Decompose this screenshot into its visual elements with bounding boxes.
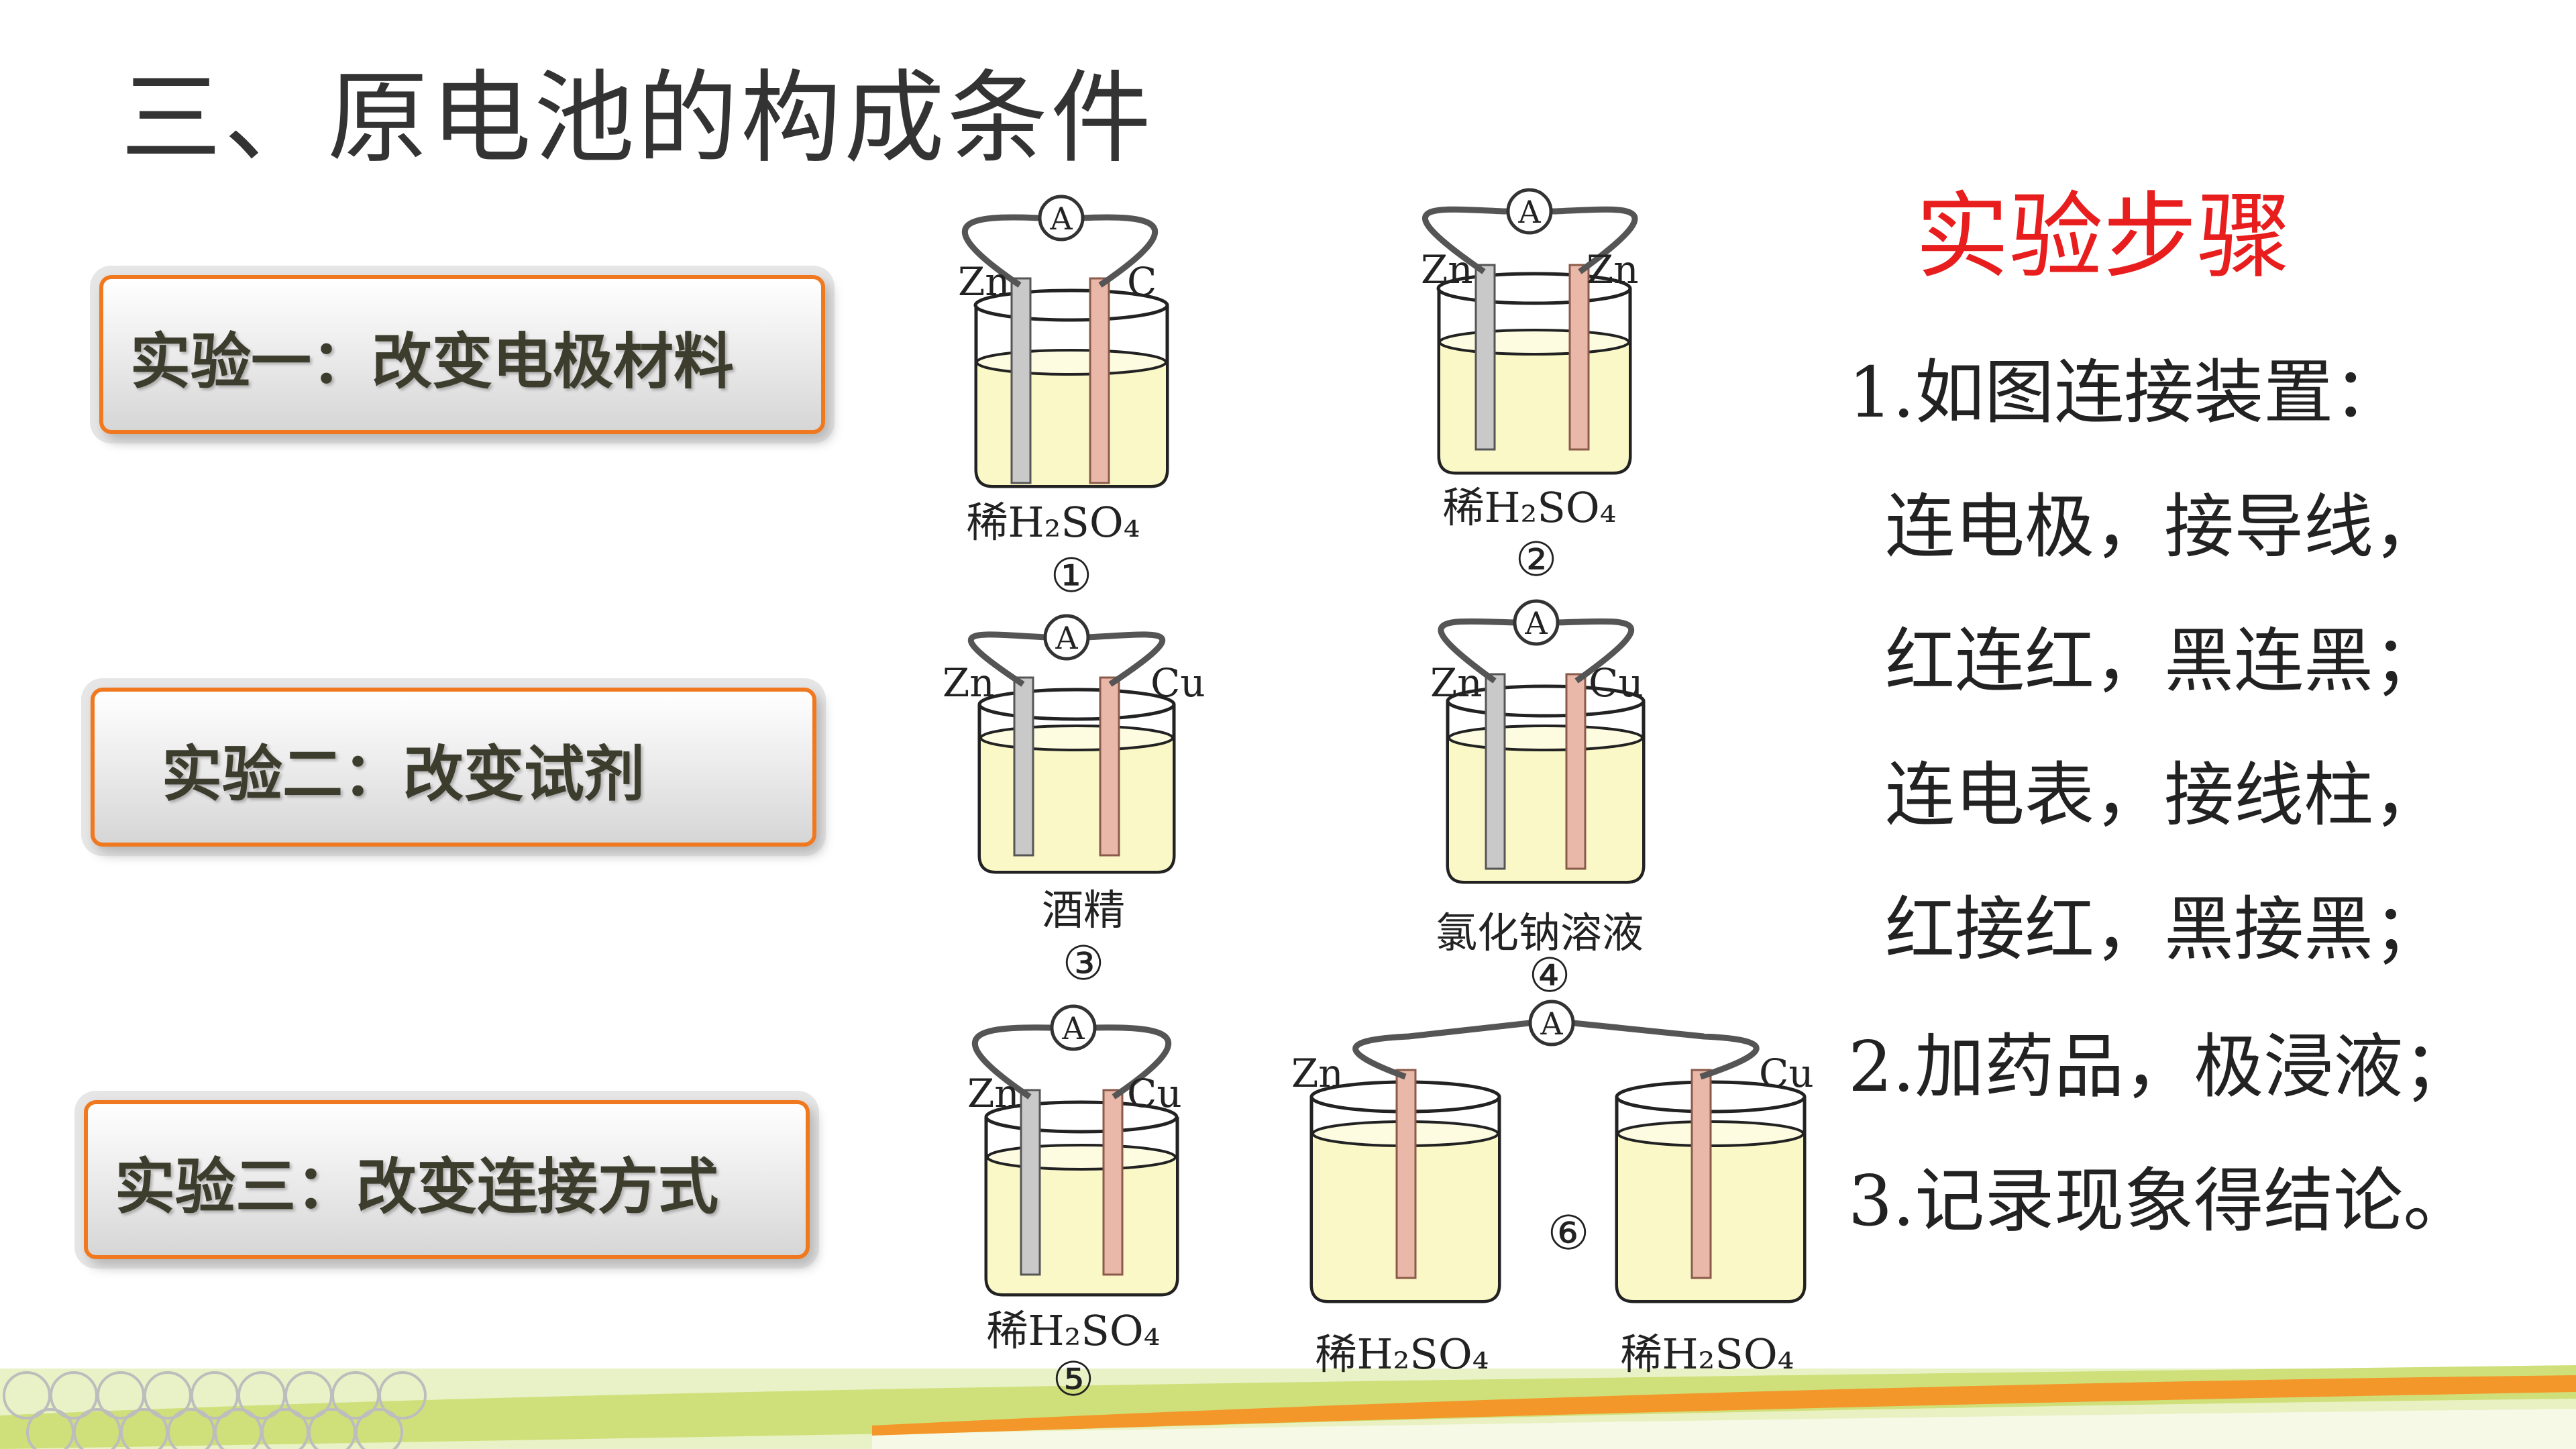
cell-4-ammeter xyxy=(1513,599,1560,646)
cell-4-right-electrode xyxy=(1565,673,1587,870)
cell-2-solution-label: 稀H₂SO₄ xyxy=(1442,483,1616,532)
cell-2-left-label: Zn xyxy=(1421,247,1473,292)
steps-title: 实验步骤 xyxy=(1915,182,2292,292)
cell-5-left-electrode xyxy=(1020,1089,1041,1276)
experiment-1-label: 实验一：改变电极材料 xyxy=(130,327,734,397)
cell-5: A Zn Cu 稀H₂SO₄ ⑤ xyxy=(967,1004,1182,1407)
cell-3-ammeter-label: A xyxy=(1055,620,1078,656)
cell-3-right-electrode xyxy=(1099,676,1120,857)
experiment-3-label: 实验三：改变连接方式 xyxy=(115,1152,718,1222)
cell-1-left-electrode xyxy=(1010,277,1032,484)
cell-4-solution-label: 氯化钠溶液 xyxy=(1436,908,1644,957)
cell-3-right-label: Cu xyxy=(1150,660,1205,706)
cell-2-right-label: Zn xyxy=(1587,247,1639,292)
cell-3-left-label: Zn xyxy=(943,660,995,706)
experiment-2-box: 实验二：改变试剂 xyxy=(91,688,816,847)
cell-4-left-label: Zn xyxy=(1430,660,1483,706)
cell-4-ammeter-label: A xyxy=(1524,605,1548,641)
step-line-1: 1.如图连接装置： xyxy=(1848,352,2404,433)
cell-1-right-electrode xyxy=(1089,277,1110,484)
cell-2: A Zn Zn 稀H₂SO₄ ② xyxy=(1421,188,1639,587)
cell-4-left-electrode xyxy=(1485,673,1506,870)
cell-3-left-electrode xyxy=(1013,676,1034,857)
cell-6-left-solution-label: 稀H₂SO₄ xyxy=(1315,1330,1489,1379)
cell-2-left-electrode xyxy=(1474,264,1496,451)
cell-1-number: ① xyxy=(1051,548,1093,603)
cell-6-left-electrode xyxy=(1395,1069,1417,1279)
cell-1: A Zn C 稀H₂SO₄ ① xyxy=(958,195,1169,603)
cell-2-number: ② xyxy=(1515,532,1558,587)
cell-3: A Zn Cu 酒精 ③ xyxy=(943,614,1205,991)
cell-6-right-electrode xyxy=(1690,1069,1712,1279)
experiment-1-box: 实验一：改变电极材料 xyxy=(99,275,825,434)
cell-1-left-label: Zn xyxy=(958,259,1010,305)
cell-6-ammeter xyxy=(1528,1000,1575,1046)
step-line-6: 2.加药品，极浸液； xyxy=(1848,1026,2473,1108)
cell-2-ammeter xyxy=(1506,188,1553,235)
cell-4-right-label: Cu xyxy=(1589,660,1644,706)
cell-2-right-electrode xyxy=(1568,264,1590,451)
cell-1-right-label: C xyxy=(1127,259,1157,305)
step-line-3: 红连红，黑连黑； xyxy=(1885,620,2444,702)
cell-1-solution-label: 稀H₂SO₄ xyxy=(966,498,1140,547)
cell-5-number: ⑤ xyxy=(1053,1352,1095,1407)
step-line-5: 红接红，黑接黑； xyxy=(1885,888,2444,970)
cell-3-number: ③ xyxy=(1063,936,1105,991)
cell-3-ammeter xyxy=(1043,614,1090,661)
cell-6-left-label: Zn xyxy=(1291,1051,1344,1096)
cell-5-solution-label: 稀H₂SO₄ xyxy=(986,1306,1160,1355)
cell-6-ammeter-label: A xyxy=(1540,1006,1563,1042)
cell-5-left-label: Zn xyxy=(967,1071,1020,1116)
cell-5-ammeter xyxy=(1050,1004,1097,1051)
cell-6: A Zn Cu 稀H₂SO₄ 稀H₂SO₄ ⑥ xyxy=(1291,1000,1814,1379)
cell-2-ammeter-label: A xyxy=(1517,194,1541,230)
cell-4-number: ④ xyxy=(1529,948,1571,1003)
cell-6-right-label: Cu xyxy=(1759,1051,1814,1096)
cell-5-right-electrode xyxy=(1102,1089,1124,1276)
cell-4: A Zn Cu 氯化钠溶液 ④ xyxy=(1430,599,1646,1003)
cell-6-right-solution-label: 稀H₂SO₄ xyxy=(1620,1330,1794,1379)
bottom-decoration xyxy=(0,1365,2576,1449)
step-line-4: 连电表，接线柱， xyxy=(1885,754,2444,836)
page-title: 三、原电池的构成条件 xyxy=(121,60,1155,177)
cell-1-ammeter-label: A xyxy=(1049,201,1073,237)
cell-5-right-label: Cu xyxy=(1127,1071,1182,1116)
cell-5-ammeter-label: A xyxy=(1061,1010,1085,1046)
cell-3-solution-label: 酒精 xyxy=(1042,885,1125,934)
step-line-7: 3.记录现象得结论。 xyxy=(1848,1160,2473,1242)
cell-6-number: ⑥ xyxy=(1548,1205,1590,1260)
experiment-3-box: 实验三：改变连接方式 xyxy=(84,1100,810,1259)
experiment-2-label: 实验二：改变试剂 xyxy=(162,739,645,810)
step-line-2: 连电极，接导线， xyxy=(1885,486,2444,568)
cell-1-ammeter xyxy=(1038,195,1085,241)
